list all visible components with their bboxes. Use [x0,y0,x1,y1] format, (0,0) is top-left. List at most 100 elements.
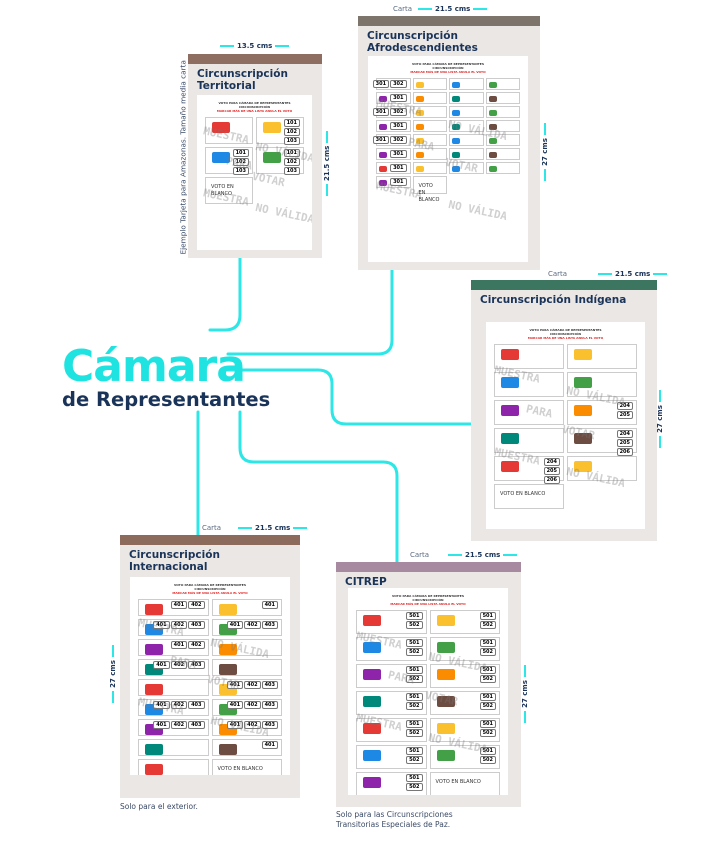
candidate-number[interactable]: 502 [479,729,496,737]
candidate-number[interactable]: 401 [261,601,278,609]
candidate-number[interactable]: 403 [188,621,205,629]
candidate-number[interactable]: 301 [372,108,390,116]
blank-vote-cell[interactable]: VOTO EN BLANCO [494,484,564,509]
party-cell[interactable]: 301 [376,92,411,104]
candidate-number[interactable]: 101 [232,149,249,157]
candidate-number[interactable]: 403 [188,701,205,709]
candidate-number[interactable]: 401 [153,701,170,709]
candidate-number[interactable]: 302 [390,136,407,144]
candidate-number[interactable]: 205 [616,439,633,447]
candidate-number[interactable]: 403 [261,721,278,729]
candidate-number[interactable]: 301 [390,122,407,130]
candidate-number[interactable]: 403 [188,721,205,729]
candidate-number[interactable]: 103 [283,137,300,145]
candidate-number[interactable]: 401 [261,741,278,749]
candidate-number[interactable]: 401 [153,721,170,729]
party-cell[interactable]: 301 [376,148,411,160]
blank-vote-cell[interactable]: VOTO EN BLANCO [412,176,447,203]
candidate-number[interactable]: 301 [390,164,407,172]
candidate-number[interactable]: 501 [406,774,423,782]
candidate-number[interactable]: 401 [170,601,188,609]
candidate-number[interactable]: 501 [406,639,423,647]
candidate-number[interactable]: 402 [244,681,261,689]
candidate-number[interactable]: 402 [244,701,261,709]
candidate-number[interactable]: 204 [543,458,560,466]
party-cell[interactable] [494,400,564,425]
candidate-number[interactable]: 401 [170,641,188,649]
party-cell[interactable]: 401 [211,599,282,616]
candidate-number[interactable]: 401 [153,621,170,629]
candidate-number[interactable]: 402 [170,621,188,629]
party-cell[interactable] [449,92,484,104]
party-cell[interactable] [485,148,520,160]
candidate-number[interactable]: 301 [372,136,390,144]
candidate-number[interactable]: 204 [616,430,633,438]
candidate-number[interactable]: 401 [153,661,170,669]
party-cell[interactable] [412,148,447,160]
candidate-number[interactable]: 402 [170,701,188,709]
candidate-number[interactable]: 102 [283,158,300,166]
party-cell[interactable] [412,78,447,90]
party-cell[interactable] [138,679,209,696]
candidate-number[interactable]: 301 [390,178,407,186]
party-cell[interactable] [138,759,209,775]
party-cell[interactable] [449,106,484,118]
candidate-number[interactable]: 501 [479,693,496,701]
party-cell[interactable] [494,372,564,397]
party-cell[interactable]: 301 [376,176,411,188]
candidate-number[interactable]: 402 [244,721,261,729]
candidate-number[interactable]: 102 [283,128,300,136]
party-cell[interactable]: 301 [376,120,411,132]
candidate-number[interactable]: 103 [232,167,249,175]
party-cell[interactable] [205,117,253,144]
party-cell[interactable] [494,428,564,453]
party-cell[interactable] [211,639,282,656]
candidate-number[interactable]: 501 [479,612,496,620]
candidate-number[interactable]: 501 [406,720,423,728]
candidate-number[interactable]: 502 [479,756,496,764]
party-cell[interactable] [485,106,520,118]
candidate-number[interactable]: 206 [543,476,560,484]
candidate-number[interactable]: 502 [406,729,423,737]
party-cell[interactable] [567,372,637,397]
candidate-number[interactable]: 101 [283,149,300,157]
candidate-number[interactable]: 401 [226,701,244,709]
party-cell[interactable] [138,739,209,756]
candidate-number[interactable]: 502 [479,675,496,683]
candidate-number[interactable]: 402 [188,601,205,609]
candidate-number[interactable]: 402 [170,721,188,729]
candidate-number[interactable]: 501 [406,666,423,674]
party-cell[interactable] [449,162,484,174]
party-cell[interactable] [211,659,282,676]
candidate-number[interactable]: 502 [479,621,496,629]
party-cell[interactable] [449,120,484,132]
candidate-number[interactable]: 403 [261,701,278,709]
party-cell[interactable] [494,344,564,369]
candidate-number[interactable]: 402 [188,641,205,649]
party-cell[interactable] [485,78,520,90]
candidate-number[interactable]: 501 [479,747,496,755]
candidate-number[interactable]: 301 [390,94,407,102]
candidate-number[interactable]: 403 [188,661,205,669]
party-cell[interactable] [412,106,447,118]
candidate-number[interactable]: 502 [406,783,423,791]
